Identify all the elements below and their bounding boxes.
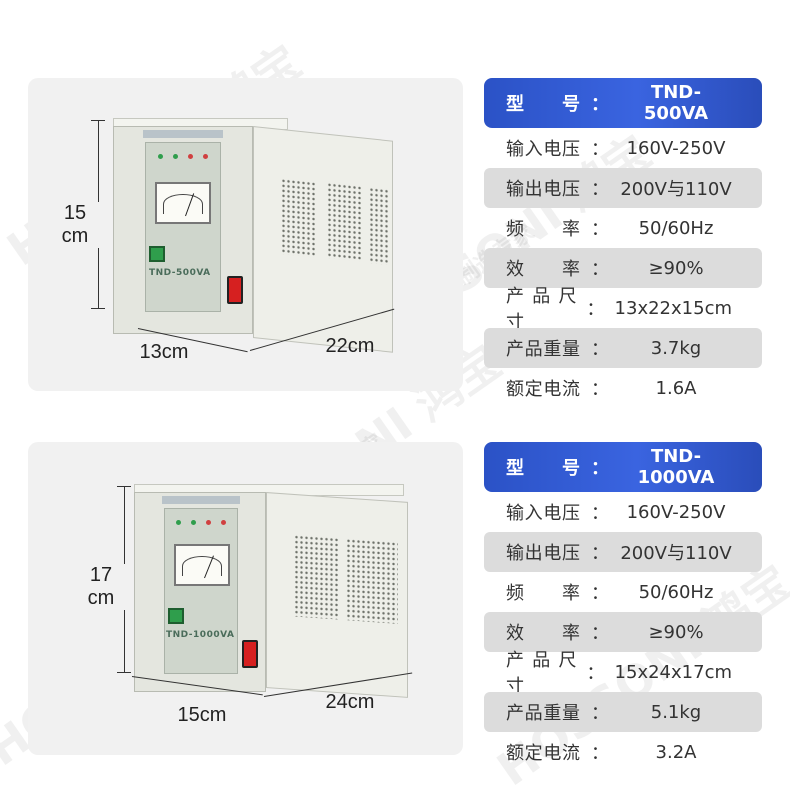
indicator-led xyxy=(191,520,196,525)
spec-value: 200V与110V xyxy=(620,543,732,564)
indicator-led xyxy=(206,520,211,525)
device-model-label: TND-1000VA xyxy=(166,630,235,640)
height-dimension-label: 15 cm xyxy=(50,202,100,248)
spec-row-input-voltage: 输入电压 ： 160V-250V xyxy=(484,492,762,532)
spec-value: 15x24x17cm xyxy=(614,661,732,683)
spec-label: 额定电流 xyxy=(506,379,580,400)
spec-label: 额定电流 xyxy=(506,743,580,764)
voltage-converter-device: TND-500VA xyxy=(113,118,413,353)
spec-row-output-voltage: 输出电压 ： 200V与110V xyxy=(484,532,762,572)
indicator-led xyxy=(203,154,208,159)
product-photo-panel: 17 cm TND-1000VA 15cm 24cm xyxy=(28,442,463,755)
indicator-led xyxy=(176,520,181,525)
voltmeter xyxy=(174,544,230,586)
voltage-converter-device: TND-1000VA xyxy=(134,484,414,704)
spec-row-model: 型号 ： TND-1000VA xyxy=(484,442,762,492)
width-dimension-label: 22cm xyxy=(325,335,375,357)
spec-value: TND-1000VA xyxy=(637,446,715,488)
product-card-1000va: 17 cm TND-1000VA 15cm 24cm xyxy=(28,442,762,764)
depth-dimension-label: 15cm xyxy=(177,704,227,726)
spec-value: ≥90% xyxy=(648,257,704,279)
spec-row-size: 产品尺寸 ： 15x24x17cm xyxy=(484,650,762,697)
spec-label: 频率 xyxy=(506,583,580,604)
device-model-label: TND-500VA xyxy=(149,268,211,278)
spec-table: 型号 ： TND-1000VA 输入电压 ： 160V-250V 输出电压 ： … xyxy=(484,442,762,772)
spec-row-frequency: 频率 ： 50/60Hz xyxy=(484,572,762,612)
spec-label: 产品重量 xyxy=(506,703,580,724)
indicator-led xyxy=(158,154,163,159)
spec-value: 13x22x15cm xyxy=(614,297,732,319)
control-panel xyxy=(145,142,221,312)
spec-label: 型号 xyxy=(506,458,580,479)
vent-grille xyxy=(281,178,317,258)
vent-grille xyxy=(346,538,398,624)
spec-row-rated-current: 额定电流 ： 1.6A xyxy=(484,368,762,408)
spec-row-model: 型号 ： TND-500VA xyxy=(484,78,762,128)
height-dimension-label: 17 cm xyxy=(76,564,126,610)
spec-value: 5.1kg xyxy=(650,701,702,723)
spec-value: ≥90% xyxy=(648,621,704,643)
indicator-led xyxy=(173,154,178,159)
mode-button[interactable] xyxy=(168,608,184,624)
spec-value: 50/60Hz xyxy=(638,581,714,603)
control-panel xyxy=(164,508,238,674)
spec-value: 3.2A xyxy=(655,741,697,763)
spec-label: 产品尺寸 xyxy=(506,650,577,697)
spec-label: 效率 xyxy=(506,259,580,280)
spec-table: 型号 ： TND-500VA 输入电压 ： 160V-250V 输出电压 ： 2… xyxy=(484,78,762,408)
voltmeter xyxy=(155,182,211,224)
vent-grille xyxy=(327,182,363,262)
spec-row-size: 产品尺寸 ： 13x22x15cm xyxy=(484,286,762,333)
spec-row-efficiency: 效率 ： ≥90% xyxy=(484,248,762,288)
spec-value: 160V-250V xyxy=(626,137,726,159)
spec-label: 产品尺寸 xyxy=(506,286,577,333)
vent-grille xyxy=(369,186,389,266)
spec-label: 频率 xyxy=(506,219,580,240)
spec-row-weight: 产品重量 ： 3.7kg xyxy=(484,328,762,368)
product-card-500va: 15 cm TND-500VA 13cm 22c xyxy=(28,78,762,400)
spec-label: 输出电压 xyxy=(506,543,580,564)
spec-label: 输入电压 xyxy=(506,503,580,524)
spec-label: 产品重量 xyxy=(506,339,580,360)
spec-row-input-voltage: 输入电压 ： 160V-250V xyxy=(484,128,762,168)
indicator-led xyxy=(188,154,193,159)
width-dimension-label: 24cm xyxy=(325,691,375,713)
spec-value: 1.6A xyxy=(655,377,697,399)
spec-row-rated-current: 额定电流 ： 3.2A xyxy=(484,732,762,772)
spec-label: 输入电压 xyxy=(506,139,580,160)
spec-row-output-voltage: 输出电压 ： 200V与110V xyxy=(484,168,762,208)
spec-value: 160V-250V xyxy=(626,501,726,523)
spec-label: 效率 xyxy=(506,623,580,644)
spec-row-efficiency: 效率 ： ≥90% xyxy=(484,612,762,652)
spec-row-frequency: 频率 ： 50/60Hz xyxy=(484,208,762,248)
product-photo-panel: 15 cm TND-500VA 13cm 22c xyxy=(28,78,463,391)
spec-label: 型号 xyxy=(506,94,580,115)
vent-grille xyxy=(294,534,338,620)
spec-label: 输出电压 xyxy=(506,179,580,200)
spec-value: 3.7kg xyxy=(650,337,702,359)
mode-button[interactable] xyxy=(149,246,165,262)
spec-value: 200V与110V xyxy=(620,179,732,200)
spec-row-weight: 产品重量 ： 5.1kg xyxy=(484,692,762,732)
indicator-led xyxy=(221,520,226,525)
power-switch[interactable] xyxy=(227,276,243,304)
power-switch[interactable] xyxy=(242,640,258,668)
spec-value: 50/60Hz xyxy=(638,217,714,239)
spec-value: TND-500VA xyxy=(643,82,709,124)
depth-dimension-label: 13cm xyxy=(139,341,189,363)
